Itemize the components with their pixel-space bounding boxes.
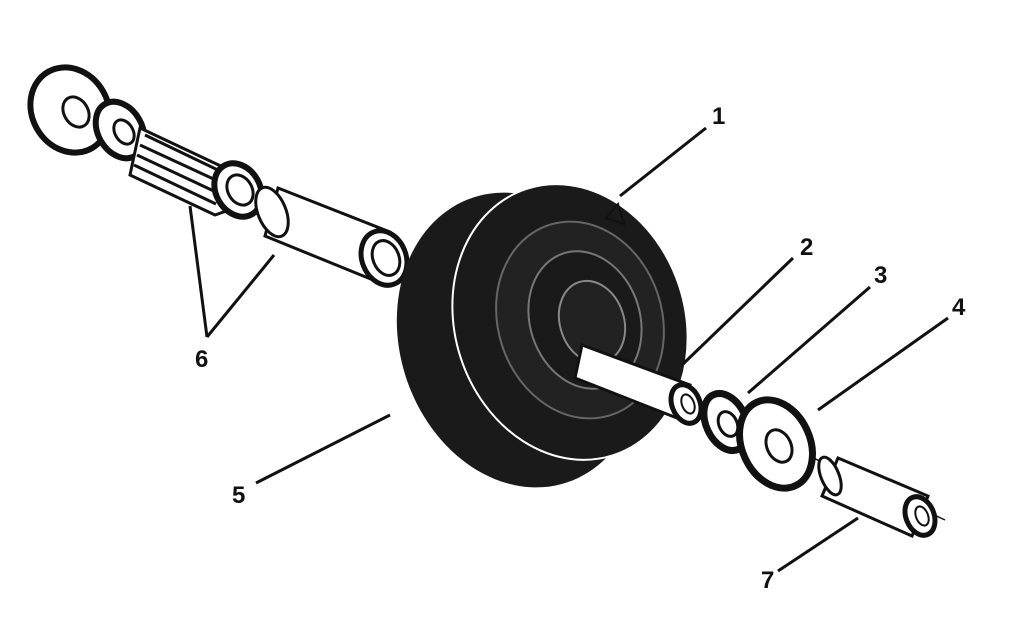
axle-pin xyxy=(817,455,938,539)
left-outer-washer xyxy=(27,64,113,156)
leader-line-2 xyxy=(680,256,795,367)
hub-sleeve xyxy=(573,342,704,426)
callout-2: 2 xyxy=(800,234,813,261)
right-outer-washer xyxy=(736,396,816,492)
leader-line-6a xyxy=(188,205,209,338)
callout-4: 4 xyxy=(952,294,966,321)
callout-3: 3 xyxy=(874,262,887,289)
callout-7: 7 xyxy=(761,567,774,594)
leader-line-4 xyxy=(817,316,949,412)
spacer-tube xyxy=(254,185,410,288)
leader-lines xyxy=(188,126,949,573)
leader-line-3 xyxy=(747,285,871,395)
wheel-tire xyxy=(396,183,689,488)
leader-line-1 xyxy=(619,126,707,198)
leader-line-7 xyxy=(777,516,859,573)
callout-5: 5 xyxy=(232,482,245,509)
callout-6: 6 xyxy=(195,346,208,373)
leader-line-6b xyxy=(205,254,276,338)
callout-1: 1 xyxy=(712,103,725,130)
leader-line-5 xyxy=(255,413,391,485)
needle-roller-bearing xyxy=(128,125,265,220)
